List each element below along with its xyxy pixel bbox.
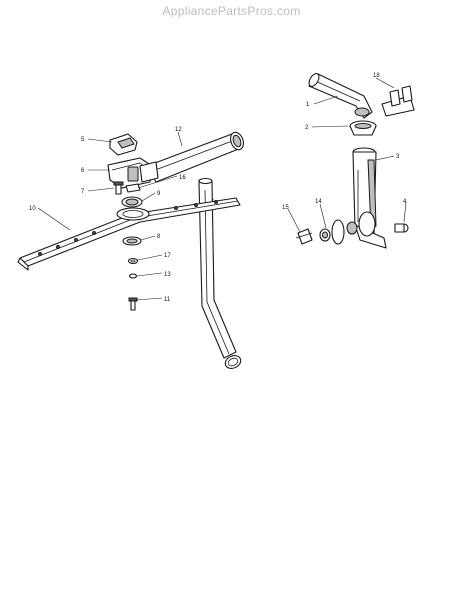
callout-4: 4 — [403, 199, 407, 205]
manifold-bracket — [107, 157, 159, 189]
clamp-15 — [295, 228, 313, 245]
callout-2: 2 — [305, 125, 309, 131]
seal-ring-2 — [349, 120, 377, 136]
callout-8: 8 — [157, 234, 161, 240]
upper-spray-tube — [146, 131, 244, 183]
callout-7: 7 — [81, 189, 85, 195]
callout-5: 5 — [81, 137, 85, 143]
site-watermark: AppliancePartsPros.com — [162, 4, 301, 18]
washer-8 — [122, 236, 142, 246]
clip-16 — [125, 183, 141, 193]
callout-6: 6 — [81, 168, 85, 174]
callout-14: 14 — [315, 199, 322, 205]
leader-lines — [37, 77, 407, 301]
callout-12: 12 — [175, 127, 182, 133]
cap-part — [109, 133, 138, 156]
callout-10: 10 — [29, 206, 36, 212]
screw-7 — [113, 181, 124, 195]
callout-11: 11 — [164, 297, 171, 303]
callout-9: 9 — [157, 191, 161, 197]
impeller-14 — [319, 219, 345, 245]
washer-13 — [128, 273, 138, 279]
elbow-tube-1 — [308, 73, 373, 119]
hub-ring-9 — [121, 196, 143, 208]
callout-15: 15 — [282, 205, 289, 211]
mount-disc — [346, 211, 376, 237]
callout-18: 18 — [373, 73, 380, 79]
o-ring-17 — [127, 257, 139, 265]
bracket-18 — [381, 85, 415, 117]
callout-16: 16 — [179, 175, 186, 181]
callout-1: 1 — [306, 102, 310, 108]
knob-4 — [394, 223, 409, 233]
callout-3: 3 — [396, 154, 400, 160]
lower-spray-arm — [17, 197, 241, 271]
vertical-feed-tube — [198, 177, 242, 369]
callout-13: 13 — [164, 272, 171, 278]
callout-17: 17 — [164, 253, 171, 259]
bolt-11 — [128, 297, 138, 311]
